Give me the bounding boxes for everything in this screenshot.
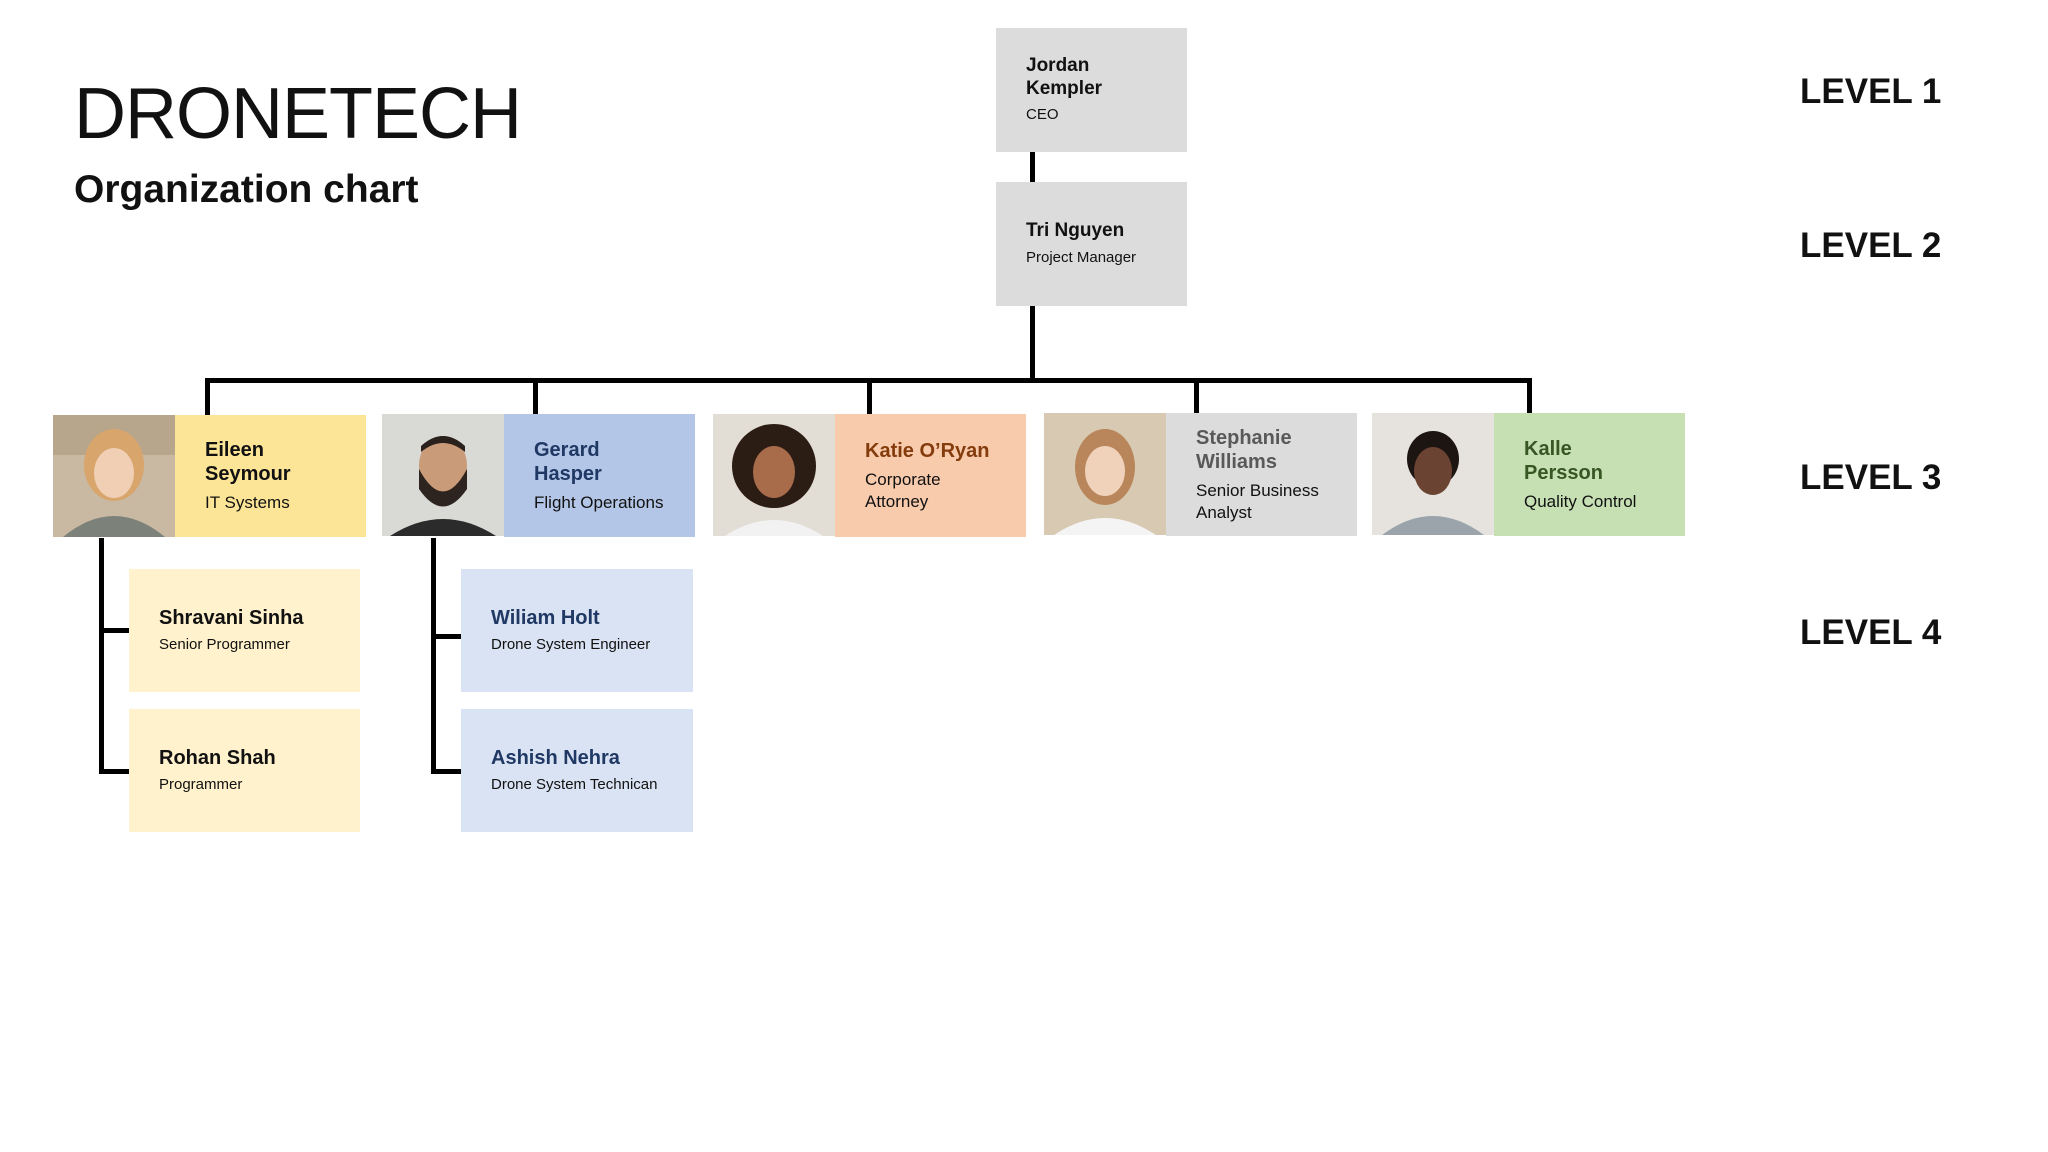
connector-gerard-team-vertical bbox=[431, 538, 436, 774]
card-rohan-shah: Rohan Shah Programmer bbox=[129, 709, 360, 832]
card-role: Quality Control bbox=[1524, 491, 1637, 511]
connector-drop-gerard bbox=[533, 378, 538, 415]
card-name: Tri Nguyen bbox=[1026, 220, 1125, 242]
card-name: Stephanie Williams bbox=[1196, 427, 1292, 474]
card-role: Senior Programmer bbox=[159, 636, 290, 654]
card-shravani-sinha: Shravani Sinha Senior Programmer bbox=[129, 569, 360, 692]
card-role: Drone System Engineer bbox=[491, 636, 651, 654]
person-photo-icon bbox=[713, 414, 835, 536]
connector-eileen-team-vertical bbox=[99, 538, 104, 774]
card-ceo: Jordan Kempler CEO bbox=[996, 28, 1187, 152]
card-role: Drone System Technican bbox=[491, 776, 658, 794]
card-stephanie-williams: Stephanie Williams Senior Business Analy… bbox=[1166, 413, 1357, 536]
card-ashish-nehra: Ashish Nehra Drone System Technican bbox=[461, 709, 693, 832]
level-1-label: LEVEL 1 bbox=[1800, 72, 1942, 111]
card-eileen-seymour: Eileen Seymour IT Systems bbox=[175, 415, 366, 537]
card-name: Ashish Nehra bbox=[491, 747, 620, 770]
card-katie-oryan: Katie O’Ryan Corporate Attorney bbox=[835, 414, 1026, 537]
card-name: Jordan Kempler bbox=[1026, 54, 1103, 99]
person-photo-icon bbox=[1044, 413, 1166, 535]
card-name: Katie O’Ryan bbox=[865, 440, 990, 463]
connector-wiliam bbox=[431, 634, 461, 639]
card-role: Corporate Attorney bbox=[865, 470, 941, 511]
level-2-label: LEVEL 2 bbox=[1800, 226, 1942, 265]
card-name: Rohan Shah bbox=[159, 747, 276, 770]
card-wiliam-holt: Wiliam Holt Drone System Engineer bbox=[461, 569, 693, 692]
connector-drop-katie bbox=[867, 378, 872, 415]
connector-drop-stephanie bbox=[1194, 378, 1199, 415]
connector-ashish bbox=[431, 769, 461, 774]
card-project-manager: Tri Nguyen Project Manager bbox=[996, 182, 1187, 306]
card-name: Shravani Sinha bbox=[159, 607, 304, 630]
card-role: CEO bbox=[1026, 106, 1059, 124]
card-name: Kalle Persson bbox=[1524, 437, 1603, 484]
connector-shravani bbox=[99, 628, 129, 633]
card-role: Programmer bbox=[159, 776, 243, 794]
card-name: Wiliam Holt bbox=[491, 607, 600, 630]
level-3-label: LEVEL 3 bbox=[1800, 458, 1942, 497]
level-4-label: LEVEL 4 bbox=[1800, 613, 1942, 652]
person-photo-icon bbox=[1372, 413, 1494, 535]
person-photo-icon bbox=[382, 414, 504, 536]
chart-subtitle: Organization chart bbox=[74, 168, 419, 211]
person-photo-icon bbox=[53, 415, 175, 537]
connector-pm-down bbox=[1030, 305, 1035, 383]
card-role: Project Manager bbox=[1026, 249, 1137, 267]
card-name: Gerard Hasper bbox=[534, 438, 602, 485]
card-role: IT Systems bbox=[205, 493, 290, 513]
card-kalle-persson: Kalle Persson Quality Control bbox=[1494, 413, 1685, 536]
connector-ceo-pm bbox=[1030, 150, 1035, 182]
card-name: Eileen Seymour bbox=[205, 439, 291, 486]
connector-rohan bbox=[99, 769, 129, 774]
connector-drop-kalle bbox=[1527, 378, 1532, 415]
company-title: DRONETECH bbox=[74, 74, 522, 154]
card-role: Flight Operations bbox=[534, 492, 664, 512]
connector-drop-eileen bbox=[205, 378, 210, 415]
card-role: Senior Business Analyst bbox=[1196, 481, 1319, 522]
card-gerard-hasper: Gerard Hasper Flight Operations bbox=[504, 414, 695, 537]
